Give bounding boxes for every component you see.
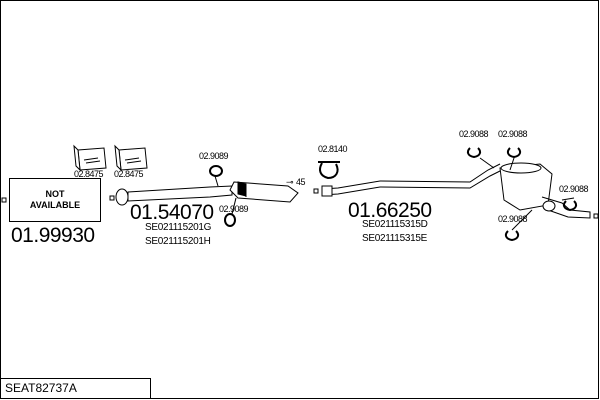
section-number-3: 01.66250 <box>348 199 432 222</box>
connector-mid <box>313 188 319 194</box>
kit-box-b <box>114 144 148 172</box>
part-label-clamp: 02.8140 <box>318 144 348 154</box>
oe-code-1a: SE021115201G <box>145 222 212 233</box>
part-label-hanger-3: 02.9088 <box>559 184 589 194</box>
part-label-hanger-1: 02.9088 <box>459 129 489 139</box>
connector-right <box>593 213 599 219</box>
rubber-ring-top <box>209 165 223 177</box>
hanger-3 <box>562 200 578 212</box>
reference-code: SEAT82737A <box>5 381 77 395</box>
hanger-2 <box>506 147 522 159</box>
rubber-ring-bottom <box>224 213 236 227</box>
not-available-line1: NOT <box>45 188 65 199</box>
part-label-hanger-4: 02.9088 <box>498 214 528 224</box>
part-label-ring-top: 02.9089 <box>199 151 229 161</box>
not-available-line2: AVAILABLE <box>29 200 81 210</box>
connector-left <box>1 197 7 203</box>
reference-box: SEAT82737A <box>0 378 151 399</box>
hanger-4 <box>504 230 520 242</box>
front-pipe <box>115 181 299 206</box>
part-label-ring-bottom: 02.9089 <box>219 204 249 214</box>
clamp-size-label: 45 <box>296 177 306 187</box>
not-available-box: NOT AVAILABLE <box>9 178 101 222</box>
oe-code-2b: SE021115315E <box>362 233 427 244</box>
hanger-1 <box>466 147 482 159</box>
section-number-2: 01.54070 <box>130 201 214 224</box>
part-label-kit-a: 02.8475 <box>74 169 104 179</box>
oe-code-2a: SE021115315D <box>362 219 428 230</box>
oe-code-1b: SE021115201H <box>145 236 211 247</box>
clamp-arrow: ⊸ <box>286 178 294 188</box>
part-label-hanger-2: 02.9088 <box>498 129 528 139</box>
connector-mid-left <box>109 195 115 201</box>
part-label-kit-b: 02.8475 <box>114 169 144 179</box>
section-number-1: 01.99930 <box>11 224 95 247</box>
clamp <box>319 162 339 180</box>
kit-box-a <box>73 144 107 172</box>
